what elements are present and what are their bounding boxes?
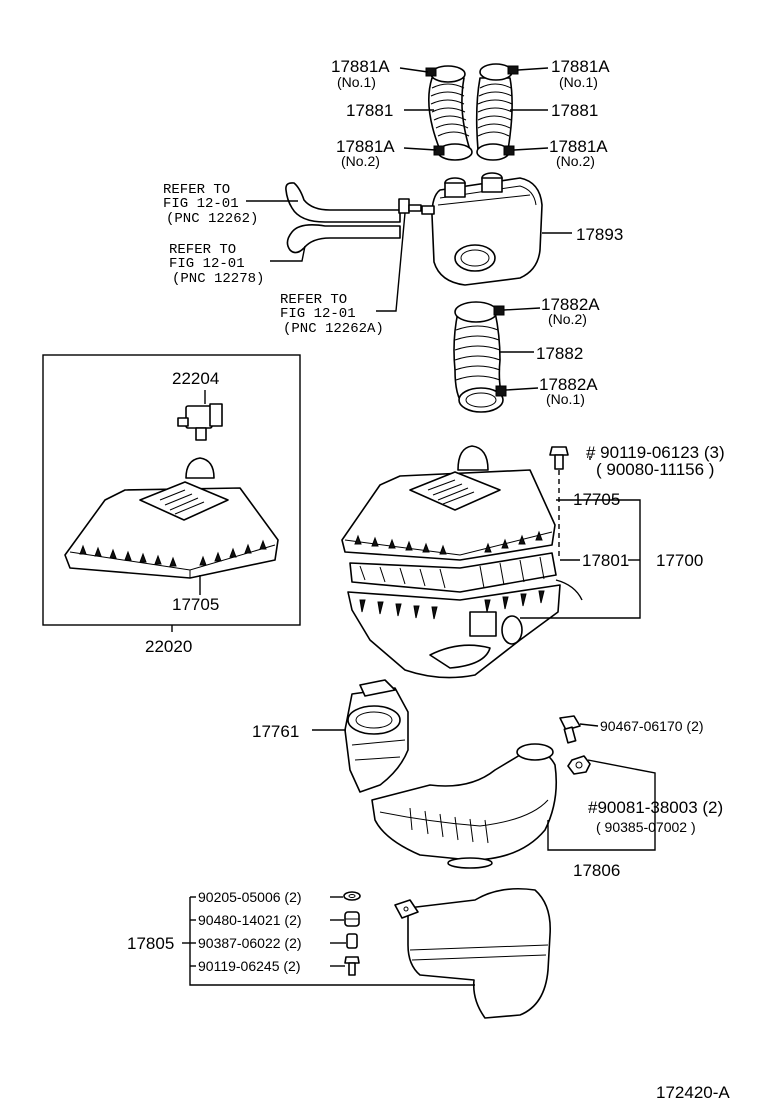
label-17882a-no1: 17882A (539, 375, 598, 394)
label-17881a-no1-right: 17881A (551, 57, 610, 76)
inlet-17761 (344, 679, 409, 793)
case-17700-lower (347, 584, 561, 679)
label-17893: 17893 (576, 225, 623, 244)
label-22204: 22204 (172, 369, 219, 388)
label-17805: 17805 (127, 934, 174, 953)
label-refer1-l1: REFER TO (163, 182, 230, 198)
label-refer2-l1: REFER TO (169, 242, 236, 258)
label-bolt-90119-06245: 90119-06245 (2) (198, 958, 300, 974)
label-17881-left: 17881 (346, 101, 393, 120)
label-no1-882: (No.1) (546, 391, 585, 407)
grommet-90480 (344, 911, 360, 927)
clamp-17881a-no2-right (503, 145, 515, 156)
duct-17806 (371, 743, 558, 869)
label-17801: 17801 (582, 551, 629, 570)
label-17700: 17700 (656, 551, 703, 570)
label-17705-inset: 17705 (172, 595, 219, 614)
label-refer3-l1: REFER TO (280, 292, 347, 308)
nut-90081-38003 (567, 755, 591, 775)
label-refer1-l2: FIG 12-01 (163, 196, 239, 212)
label-17881a-no1-left: 17881A (331, 57, 390, 76)
label-bolt-90467-06170: 90467-06170 (2) (600, 718, 704, 734)
label-refer2-l2: FIG 12-01 (169, 256, 245, 272)
label-no1-left: (No.1) (337, 74, 376, 90)
clamp-17882a-no1 (495, 385, 507, 397)
resonator-17805 (394, 887, 552, 1019)
ref-clip (398, 198, 422, 214)
label-nut-90385-07002: ( 90385-07002 ) (596, 819, 696, 835)
sensor-22204 (177, 403, 223, 441)
hose-17881-left (427, 65, 473, 161)
label-bolt-90080-11156: ( 90080-11156 ) (596, 460, 714, 479)
label-refer3-l3: (PNC 12262A) (283, 321, 384, 337)
label-refer1-l3: (PNC 12262) (166, 211, 258, 227)
collar-90387 (346, 933, 358, 949)
cap-17705-main (341, 445, 556, 561)
label-refer2-l3: (PNC 12278) (172, 271, 264, 287)
bolt-90119-06123 (549, 446, 569, 470)
label-bolt-90119-06123: # 90119-06123 (3) (586, 443, 725, 462)
label-17761: 17761 (252, 722, 299, 741)
label-washer-90205: 90205-05006 (2) (198, 889, 302, 905)
label-refer3-l2: FIG 12-01 (280, 306, 356, 322)
hose-17881-right (475, 63, 513, 161)
label-no2-left: (No.2) (341, 153, 380, 169)
bolt-90119-06245 (344, 956, 360, 976)
resonator-17893 (421, 172, 543, 286)
label-no1-right: (No.1) (559, 74, 598, 90)
label-collar-90387: 90387-06022 (2) (198, 935, 302, 951)
element-17801 (349, 552, 583, 601)
ref-hose-upper (285, 182, 401, 223)
label-17705-main: 17705 (573, 490, 620, 509)
label-17881a-no2-right: 17881A (549, 137, 608, 156)
figure-code: 172420-A (656, 1083, 730, 1102)
label-no2-right: (No.2) (556, 153, 595, 169)
bolt-90467-06170 (559, 715, 581, 744)
label-no2-882: (No.2) (548, 311, 587, 327)
cap-17705-inset (64, 457, 279, 579)
label-17806: 17806 (573, 861, 620, 880)
label-17882: 17882 (536, 344, 583, 363)
washer-90205 (343, 891, 361, 901)
label-17881-right: 17881 (551, 101, 598, 120)
label-22020: 22020 (145, 637, 192, 656)
label-grommet-90480: 90480-14021 (2) (198, 912, 302, 928)
hose-17882 (453, 301, 504, 413)
clamp-17882a-no2 (493, 305, 505, 316)
label-17881a-no2-left: 17881A (336, 137, 395, 156)
label-nut-90081-38003: #90081-38003 (2) (588, 798, 723, 817)
clamp-17881a-no1-right (507, 65, 519, 75)
label-17882a-no2: 17882A (541, 295, 600, 314)
